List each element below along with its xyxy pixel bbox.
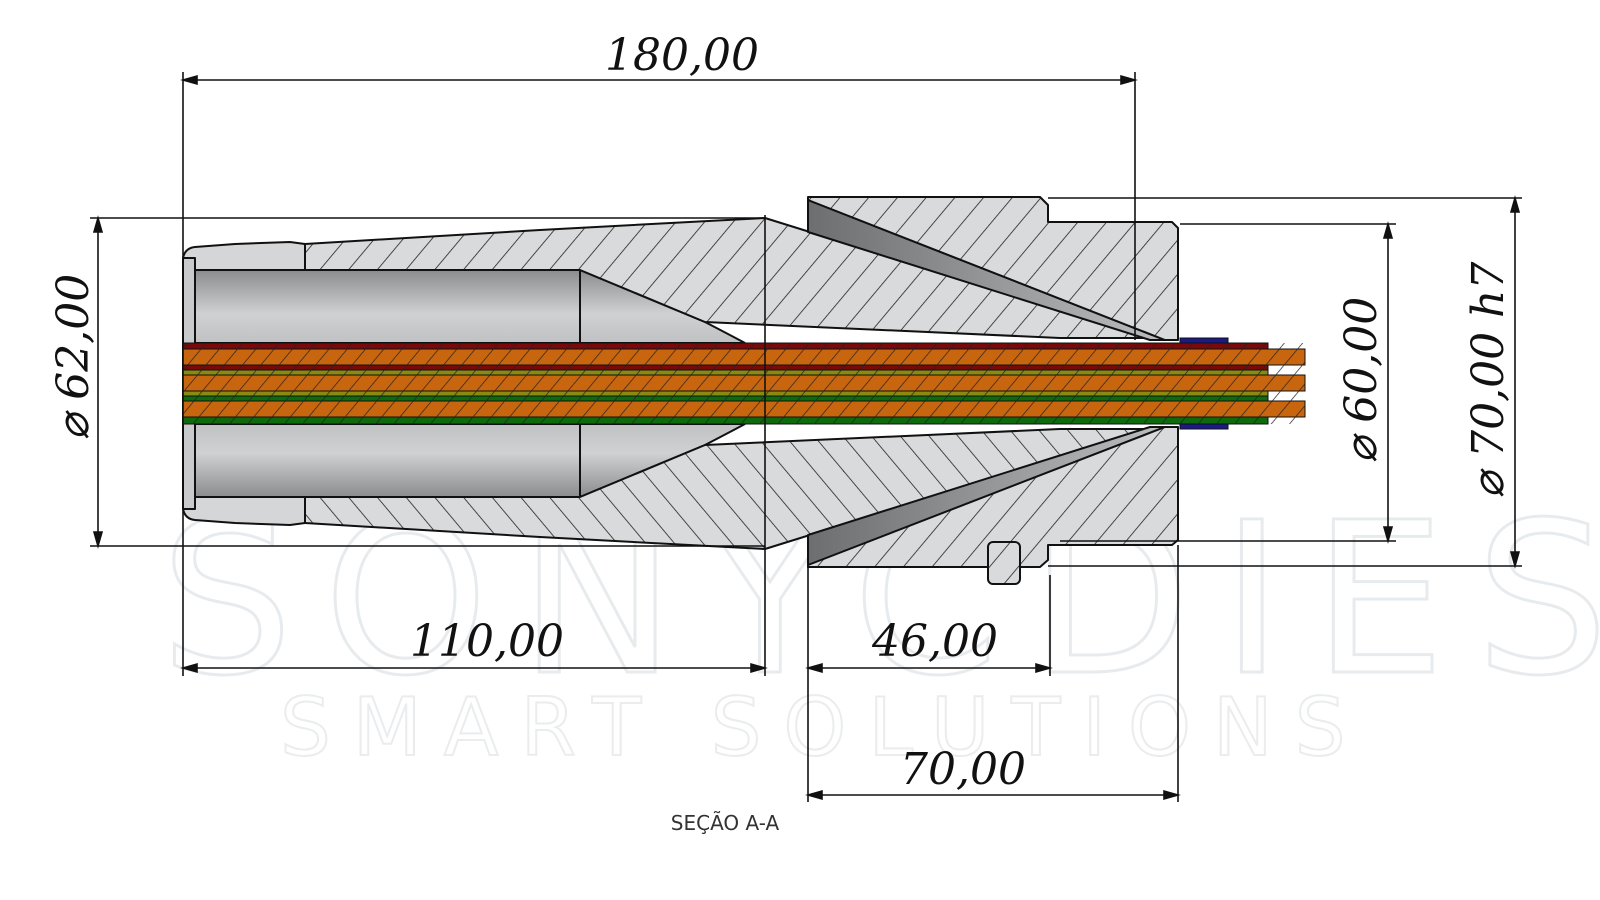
dim-length-nut-step: 46,00: [871, 616, 998, 667]
section-label: SEÇÃO A-A: [671, 811, 780, 835]
key-slot: [987, 541, 1021, 585]
dim-length-nut: 70,00: [900, 744, 1026, 795]
tapered-body: [304, 217, 1151, 550]
cable-layers: [182, 337, 1306, 430]
dim-outer-diameter-left: ⌀ 62,00: [48, 274, 99, 440]
extension-lines: [90, 72, 1522, 802]
dim-overall-length: 180,00: [605, 30, 759, 81]
clamping-nut: [807, 196, 1179, 585]
dim-length-left: 110,00: [410, 616, 564, 667]
dim-diameter-nut-outer: ⌀ 70,00 h7: [1463, 262, 1514, 499]
dim-diameter-nut-inner: ⌀ 60,00: [1336, 297, 1387, 463]
dimension-lines: [92, 74, 1521, 801]
svg-text:SMART SOLUTIONS: SMART SOLUTIONS: [280, 681, 1368, 774]
